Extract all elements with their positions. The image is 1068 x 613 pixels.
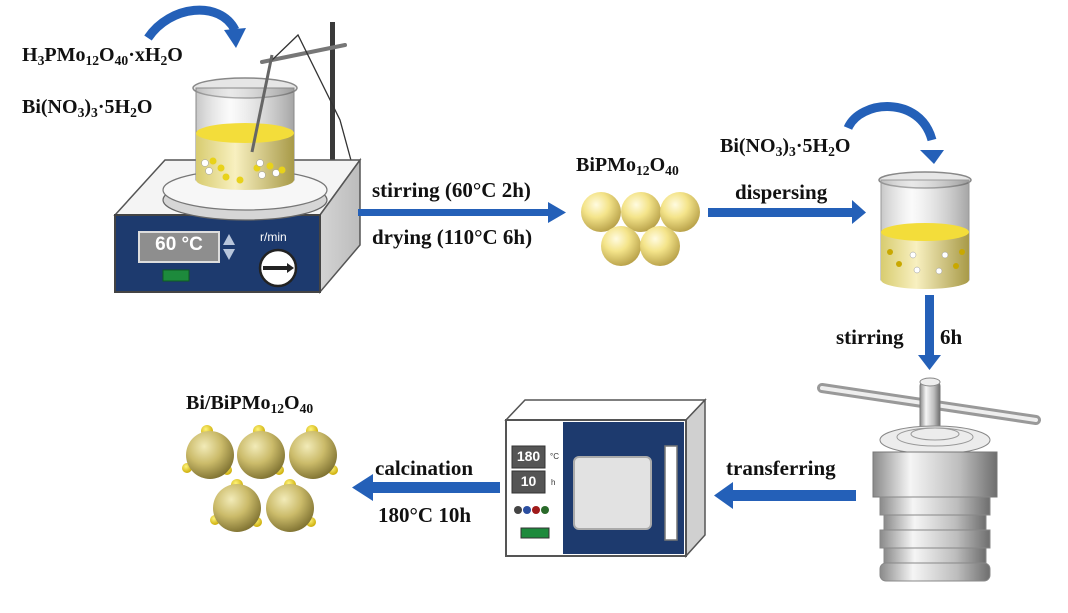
add-reagent-arrow-2	[843, 102, 937, 142]
thermometer	[250, 54, 274, 153]
oven-time-display[interactable]	[511, 470, 546, 494]
step5-label-bottom: 180°C 10h	[378, 503, 471, 527]
oven-time-unit: h	[551, 478, 556, 487]
arrow-step5	[352, 474, 500, 501]
oven-temp-value: 180	[516, 448, 541, 464]
arrow-step2	[708, 200, 866, 224]
product-spheres	[182, 425, 338, 532]
arrow-step4	[714, 482, 856, 509]
step2-label: dispersing	[735, 180, 828, 204]
power-indicator	[162, 269, 190, 282]
reagent-bi-nitrate-label-1: Bi(NO3)3·5H2O	[22, 96, 153, 121]
add-reagent-arrow-1	[144, 5, 240, 41]
step1-label-top: stirring (60°C 2h)	[372, 178, 531, 202]
beaker-2-solution	[881, 232, 969, 289]
oven-indicator	[520, 527, 550, 539]
oven-handle[interactable]	[664, 445, 678, 541]
reagent-bi-nitrate-label-2: Bi(NO3)3·5H2O	[720, 135, 851, 160]
hotplate-temp-value: 60 °C	[155, 234, 203, 255]
beaker-1-solution	[196, 133, 294, 190]
speed-dial[interactable]	[258, 248, 298, 288]
temp-down-icon[interactable]	[223, 249, 235, 260]
step5-label-top: calcination	[375, 456, 473, 480]
arrow-step1	[358, 202, 566, 223]
autoclave-cap	[872, 451, 998, 498]
reagent-hpmo-label: H3PMo12O40·xH2O	[22, 44, 183, 69]
step3-label-left: stirring	[836, 325, 904, 349]
oven-control-buttons[interactable]	[514, 506, 549, 514]
autoclave	[817, 377, 1041, 582]
oven-time-value: 10	[520, 473, 537, 489]
hotplate-stirrer	[113, 22, 362, 295]
liquid-surface	[196, 123, 294, 143]
arrow-step3	[918, 295, 941, 370]
oven-window	[573, 456, 652, 530]
clamp-arm	[260, 43, 347, 64]
beaker-1	[192, 54, 298, 190]
bipmo-spheres	[581, 192, 700, 266]
temp-up-icon[interactable]	[223, 234, 235, 245]
drying-oven	[504, 398, 707, 558]
step1-label-bottom: drying (110°C 6h)	[372, 225, 533, 249]
step3-label-right: 6h	[940, 325, 963, 349]
precursor-particles	[201, 157, 286, 184]
intermediate-label: BiPMo12O40	[576, 154, 679, 179]
oven-temp-display[interactable]	[511, 445, 546, 469]
step4-label: transferring	[726, 456, 836, 480]
thermometer-wire	[269, 33, 356, 176]
oven-temp-unit: °C	[550, 452, 559, 461]
temperature-display[interactable]	[138, 231, 220, 263]
beaker-2	[878, 171, 972, 289]
hotplate-speed-label: r/min	[260, 230, 287, 244]
product-label: Bi/BiPMo12O40	[186, 392, 314, 417]
